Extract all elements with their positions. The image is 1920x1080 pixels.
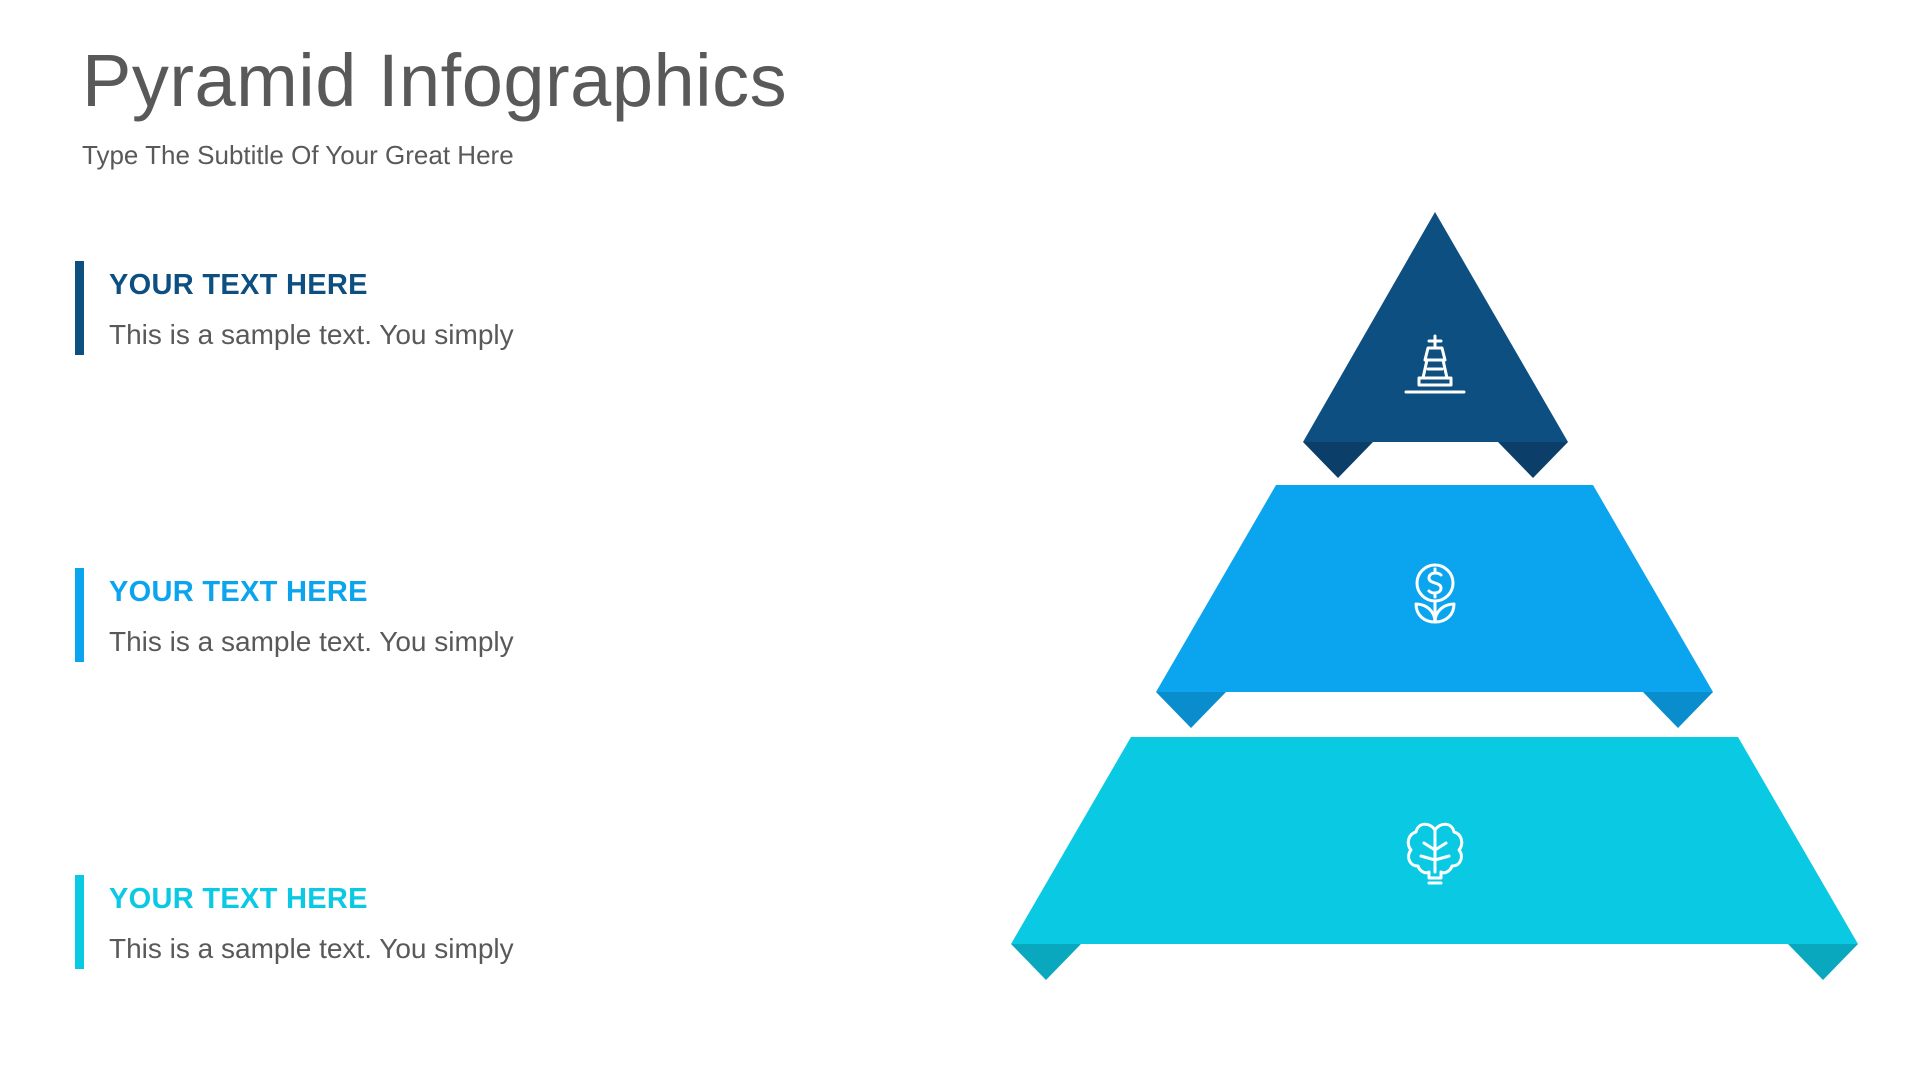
pyramid-tier-3 xyxy=(1011,737,1858,980)
tier-1-left-fold xyxy=(1303,442,1373,478)
page-subtitle: Type The Subtitle Of Your Great Here xyxy=(82,140,514,170)
item-heading: YOUR TEXT HERE xyxy=(109,576,368,608)
tier-1-shape xyxy=(1303,212,1568,442)
tier-3-left-fold xyxy=(1011,944,1081,980)
item-body: This is a sample text. You simply xyxy=(109,626,514,657)
accent-bar xyxy=(75,261,84,355)
tier-1-right-fold xyxy=(1498,442,1568,478)
text-block-3: YOUR TEXT HERE This is a sample text. Yo… xyxy=(75,875,635,969)
chess-king-icon xyxy=(1404,334,1466,394)
tier-2-left-fold xyxy=(1156,692,1226,728)
text-block-1: YOUR TEXT HERE This is a sample text. Yo… xyxy=(75,261,635,355)
accent-bar xyxy=(75,875,84,969)
dollar-plant-icon xyxy=(1414,563,1456,624)
tier-3-right-fold xyxy=(1788,944,1858,980)
item-heading: YOUR TEXT HERE xyxy=(109,883,368,915)
item-body: This is a sample text. You simply xyxy=(109,319,514,350)
item-body: This is a sample text. You simply xyxy=(109,933,514,964)
tier-2-right-fold xyxy=(1643,692,1713,728)
item-heading: YOUR TEXT HERE xyxy=(109,269,368,301)
accent-bar xyxy=(75,568,84,662)
text-block-2: YOUR TEXT HERE This is a sample text. Yo… xyxy=(75,568,635,662)
page-title: Pyramid Infographics xyxy=(82,39,788,122)
brain-bulb-icon xyxy=(1406,822,1464,885)
tier-2-shape xyxy=(1156,485,1713,692)
pyramid-tier-1 xyxy=(1303,212,1568,478)
pyramid-tier-2 xyxy=(1156,485,1713,728)
